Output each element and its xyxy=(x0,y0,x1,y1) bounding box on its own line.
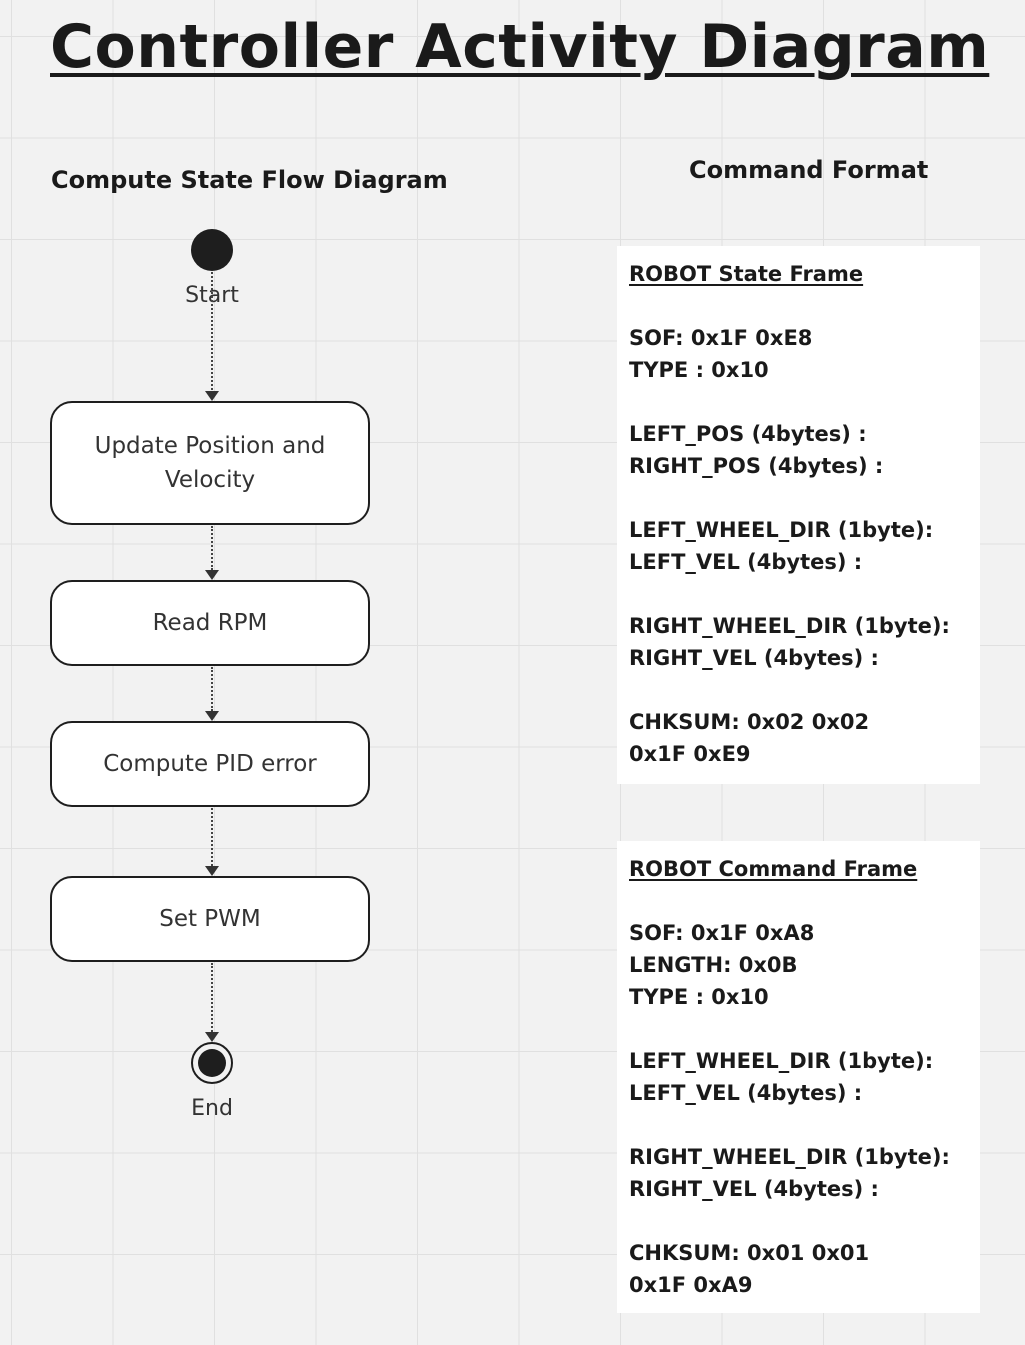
command-frame-line: 0x1F 0xA9 xyxy=(629,1273,753,1297)
state-frame-line: SOF: 0x1F 0xE8 xyxy=(629,326,813,350)
page-title: Controller Activity Diagram xyxy=(50,12,990,82)
connector-1 xyxy=(211,526,213,570)
arrow-head-icon xyxy=(205,1032,219,1042)
state-frame-line: RIGHT_VEL (4bytes) : xyxy=(629,646,879,670)
state-frame-title: ROBOT State Frame xyxy=(629,262,864,286)
flow-heading: Compute State Flow Diagram xyxy=(51,166,448,194)
state-frame-card: ROBOT State Frame SOF: 0x1F 0xE8 TYPE : … xyxy=(617,246,980,784)
command-frame-line: RIGHT_VEL (4bytes) : xyxy=(629,1177,879,1201)
command-heading: Command Format xyxy=(689,156,929,184)
end-label: End xyxy=(191,1096,233,1121)
arrow-head-icon xyxy=(205,391,219,401)
command-frame-line: LEFT_VEL (4bytes) : xyxy=(629,1081,863,1105)
state-frame-line: CHKSUM: 0x02 0x02 xyxy=(629,710,870,734)
state-frame-line: 0x1F 0xE9 xyxy=(629,742,751,766)
end-node[interactable] xyxy=(191,1042,233,1084)
command-frame-line: LEFT_WHEEL_DIR (1byte): xyxy=(629,1049,934,1073)
command-frame-line: CHKSUM: 0x01 0x01 xyxy=(629,1241,870,1265)
state-frame-line: LEFT_WHEEL_DIR (1byte): xyxy=(629,518,934,542)
arrow-head-icon xyxy=(205,570,219,580)
command-frame-line: LENGTH: 0x0B xyxy=(629,953,798,977)
connector-start xyxy=(211,272,213,390)
state-frame-line: LEFT_VEL (4bytes) : xyxy=(629,550,863,574)
command-frame-line: SOF: 0x1F 0xA8 xyxy=(629,921,815,945)
state-frame-line: RIGHT_POS (4bytes) : xyxy=(629,454,884,478)
state-frame-line: RIGHT_WHEEL_DIR (1byte): xyxy=(629,614,950,638)
command-frame-line: TYPE : 0x10 xyxy=(629,985,769,1009)
command-frame-title: ROBOT Command Frame xyxy=(629,857,918,881)
connector-3 xyxy=(211,808,213,866)
activity-read-rpm[interactable]: Read RPM xyxy=(50,580,370,666)
start-node[interactable] xyxy=(191,229,233,271)
command-frame-card: ROBOT Command Frame SOF: 0x1F 0xA8 LENGT… xyxy=(617,841,980,1313)
state-frame-line: LEFT_POS (4bytes) : xyxy=(629,422,867,446)
activity-set-pwm[interactable]: Set PWM xyxy=(50,876,370,962)
state-frame-line: TYPE : 0x10 xyxy=(629,358,769,382)
connector-2 xyxy=(211,667,213,711)
activity-compute-pid[interactable]: Compute PID error xyxy=(50,721,370,807)
end-node-center xyxy=(198,1049,226,1077)
connector-end xyxy=(211,963,213,1032)
arrow-head-icon xyxy=(205,866,219,876)
command-frame-line: RIGHT_WHEEL_DIR (1byte): xyxy=(629,1145,950,1169)
activity-update-position[interactable]: Update Position and Velocity xyxy=(50,401,370,525)
arrow-head-icon xyxy=(205,711,219,721)
